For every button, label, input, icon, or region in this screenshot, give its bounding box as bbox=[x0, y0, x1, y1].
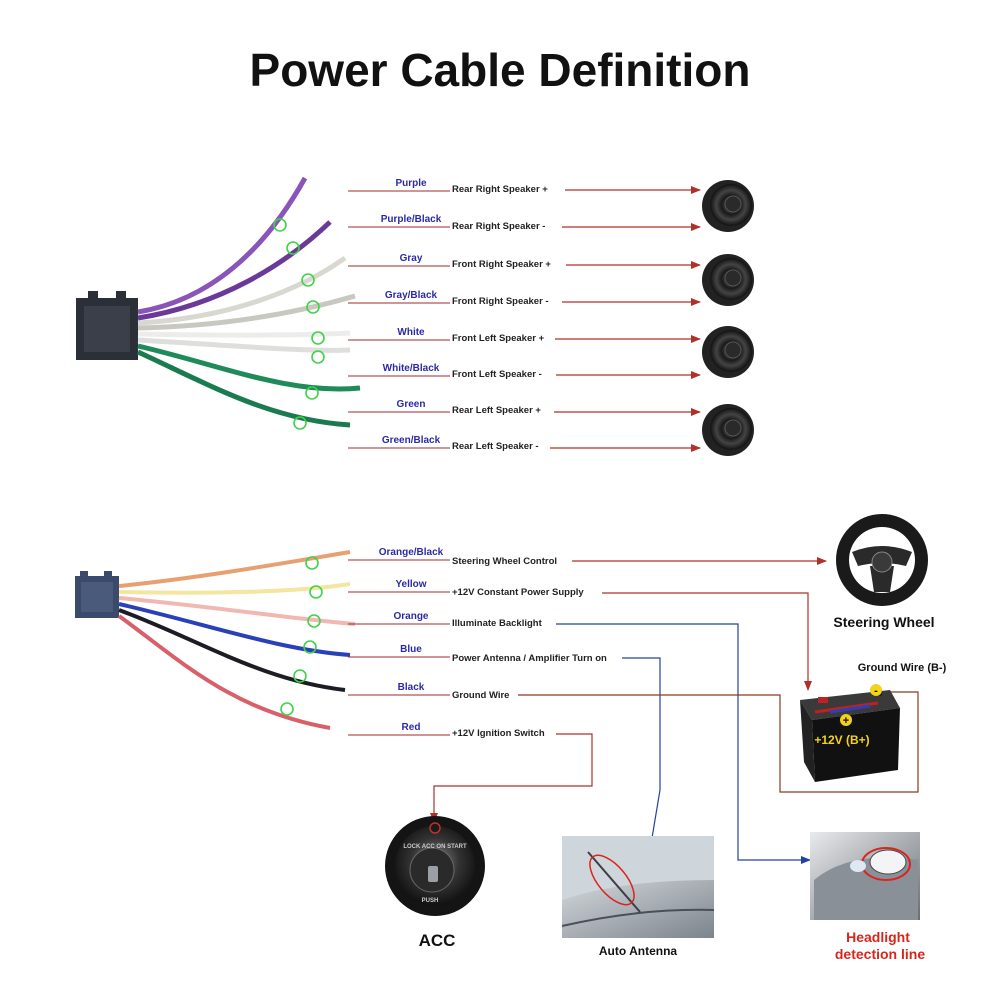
speaker-front-right-icon bbox=[702, 254, 754, 306]
battery-icon: + - bbox=[800, 684, 900, 782]
wire-function-label: Front Left Speaker - bbox=[452, 369, 542, 380]
svg-text:-: - bbox=[874, 685, 878, 697]
wire-color-label: Green bbox=[397, 399, 426, 410]
wire-function-label: Rear Left Speaker + bbox=[452, 405, 541, 416]
wire-function-label: Rear Right Speaker - bbox=[452, 221, 545, 232]
acc-caption: ACC bbox=[419, 931, 456, 950]
speaker-front-left-icon bbox=[702, 326, 754, 378]
wire-color-label: White/Black bbox=[383, 363, 440, 374]
wire-function-label: Rear Left Speaker - bbox=[452, 441, 539, 452]
speaker-rear-right-icon bbox=[702, 180, 754, 232]
speaker-row-7: Green Rear Left Speaker + bbox=[348, 399, 701, 416]
headlight-photo bbox=[810, 832, 920, 920]
auto-antenna-photo bbox=[561, 836, 715, 938]
wire-color-label: Gray bbox=[400, 253, 423, 264]
power-wire-markers bbox=[280, 556, 323, 716]
wire-orange bbox=[118, 596, 356, 626]
wire-color-label: Gray/Black bbox=[385, 290, 438, 301]
wire-color-label: Orange/Black bbox=[379, 547, 444, 558]
wire-color-label: Yellow bbox=[395, 579, 426, 590]
wire-green bbox=[137, 343, 361, 392]
speaker-row-5: White Front Left Speaker + bbox=[348, 327, 701, 344]
speaker-rear-left-icon bbox=[702, 404, 754, 456]
headlight-caption-line2: detection line bbox=[835, 946, 925, 962]
power-row-3: Orange Illuminate Backlight bbox=[348, 611, 811, 864]
wire-purple-black bbox=[137, 220, 332, 321]
power-wire-group bbox=[117, 550, 356, 730]
ground-wire-label: Ground Wire (B-) bbox=[858, 662, 947, 674]
wire-function-label: Steering Wheel Control bbox=[452, 556, 557, 567]
wire-blue bbox=[118, 602, 351, 657]
wire-color-label: Purple bbox=[395, 178, 427, 189]
speaker-row-1: Purple Rear Right Speaker + bbox=[348, 178, 701, 195]
ignition-switch-icon bbox=[385, 816, 485, 916]
wire-color-label: Orange bbox=[393, 611, 428, 622]
speaker-row-2: Purple/Black Rear Right Speaker - bbox=[348, 214, 701, 232]
wire-function-label: Front Right Speaker + bbox=[452, 259, 551, 270]
wire-function-label: Front Left Speaker + bbox=[452, 333, 545, 344]
wire-color-label: Red bbox=[402, 722, 421, 733]
speaker-wire-markers bbox=[273, 218, 325, 430]
wire-red bbox=[117, 614, 331, 730]
wire-function-label: Rear Right Speaker + bbox=[452, 184, 548, 195]
speaker-row-3: Gray Front Right Speaker + bbox=[348, 253, 701, 270]
speaker-wire-group bbox=[136, 176, 361, 428]
speaker-row-6: White/Black Front Left Speaker - bbox=[348, 363, 701, 380]
wire-gray bbox=[137, 255, 347, 326]
wire-function-label: Front Right Speaker - bbox=[452, 296, 549, 307]
wire-function-label: Power Antenna / Amplifier Turn on bbox=[452, 653, 607, 664]
wire-white-black bbox=[137, 337, 351, 353]
power-row-6: Red +12V Ignition Switch bbox=[348, 722, 593, 823]
page-title: Power Cable Definition bbox=[250, 44, 751, 96]
wire-green-black bbox=[136, 349, 351, 428]
power-row-2: Yellow +12V Constant Power Supply bbox=[348, 579, 812, 691]
wire-function-label: Illuminate Backlight bbox=[452, 618, 543, 629]
wire-color-label: Black bbox=[398, 682, 425, 693]
ignition-positions-text: LOCK ACC ON START bbox=[403, 844, 467, 850]
speaker-connector bbox=[76, 291, 138, 360]
wire-purple bbox=[137, 176, 308, 315]
wire-black bbox=[118, 608, 346, 692]
svg-text:+: + bbox=[843, 715, 849, 727]
wire-color-label: Green/Black bbox=[382, 435, 441, 446]
wire-gray-black bbox=[137, 293, 356, 331]
power-row-5: Black Ground Wire bbox=[348, 682, 919, 793]
power-row-4: Blue Power Antenna / Amplifier Turn on bbox=[348, 644, 661, 881]
headlight-caption-line1: Headlight bbox=[846, 929, 910, 945]
wire-color-label: Blue bbox=[400, 644, 422, 655]
wire-function-label: +12V Constant Power Supply bbox=[452, 587, 584, 598]
wire-color-label: White bbox=[397, 327, 425, 338]
power-connector bbox=[75, 571, 119, 618]
wire-color-label: Purple/Black bbox=[381, 214, 442, 225]
speaker-row-8: Green/Black Rear Left Speaker - bbox=[348, 435, 701, 452]
wire-white bbox=[137, 330, 351, 338]
ignition-push-text: PUSH bbox=[422, 898, 439, 904]
wire-function-label: Ground Wire bbox=[452, 690, 509, 701]
battery-label: +12V (B+) bbox=[814, 733, 869, 747]
power-row-1: Orange/Black Steering Wheel Control bbox=[348, 547, 827, 567]
steering-wheel-icon bbox=[836, 514, 928, 606]
wire-orange-black bbox=[118, 550, 351, 588]
steering-wheel-caption: Steering Wheel bbox=[833, 614, 934, 630]
wire-function-label: +12V Ignition Switch bbox=[452, 728, 545, 739]
auto-antenna-caption: Auto Antenna bbox=[599, 944, 678, 958]
wire-yellow bbox=[118, 582, 351, 595]
speaker-row-4: Gray/Black Front Right Speaker - bbox=[348, 290, 701, 307]
